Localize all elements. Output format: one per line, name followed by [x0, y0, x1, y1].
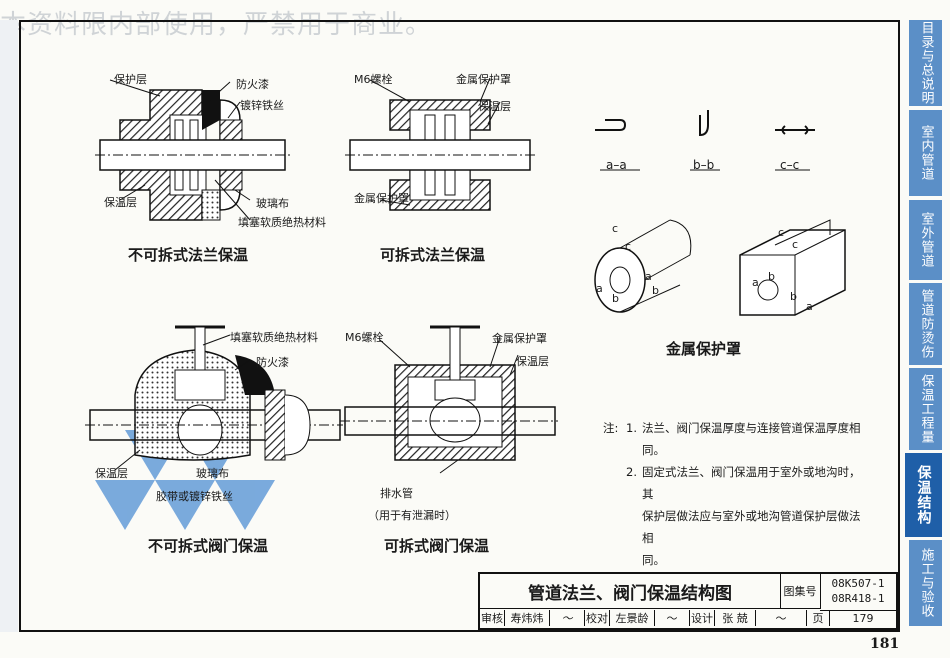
- label-metal-cover-2: 金属保护罩: [492, 332, 547, 345]
- label-drain-note: （用于有泄漏时）: [368, 509, 456, 522]
- caption-metal-cover: 金属保护罩: [666, 340, 742, 358]
- page-label: 页: [807, 610, 830, 626]
- side-tab-label: 施工与验收: [918, 548, 934, 618]
- side-tab-label: 室内管道: [918, 125, 934, 181]
- label-insulation: 保温层: [104, 196, 137, 209]
- caption-flange-removable: 可拆式法兰保温: [380, 246, 486, 264]
- check-label: 校对: [586, 610, 610, 626]
- design-label: 设计: [691, 610, 715, 626]
- section-c-c: c–c: [780, 158, 800, 172]
- cover-letter-b2: b: [652, 284, 659, 297]
- review-label: 审核: [481, 610, 505, 626]
- cover-letter-b3: b: [768, 270, 775, 283]
- cover-letter-a3: a: [752, 276, 759, 289]
- label-protect-layer: 保护层: [114, 73, 147, 86]
- side-tab-1[interactable]: 目录与总说明: [909, 20, 942, 106]
- atlas-number-2: 08R418-1: [831, 592, 885, 605]
- label-metal-cover-top: 金属保护罩: [456, 73, 511, 86]
- label-soft-filler: 填塞软质绝热材料: [238, 216, 326, 229]
- flange-fixed-diagram: [95, 79, 290, 221]
- section-b-b: b–b: [693, 158, 715, 172]
- label-glass-cloth: 玻璃布: [256, 197, 289, 210]
- side-tab-label: 保温工程量: [918, 374, 934, 444]
- cover-letter-a1: a: [596, 282, 603, 295]
- cover-letter-c3: c: [778, 226, 785, 239]
- watermark-text: 本资料限内部使用，严禁用于商业。: [0, 10, 433, 40]
- cover-letter-b1: b: [612, 292, 619, 305]
- cover-letter-b4: b: [790, 290, 797, 303]
- metal-cover-diagram: [594, 110, 846, 316]
- title-block: 管道法兰、阀门保温结构图 图集号 08K507-1 08R418-1 审核 寿炜…: [478, 572, 898, 630]
- note-2-line-2: 保护层做法应与室外或地沟管道保护层做法相: [642, 509, 861, 545]
- label-drain-pipe: 排水管: [380, 487, 413, 500]
- side-tab-2[interactable]: 室内管道: [909, 110, 942, 196]
- label-m6-bolt-2: M6螺栓: [345, 331, 384, 344]
- reviewer-signature: 〜: [550, 610, 585, 626]
- notes-prefix: 注:: [603, 421, 619, 435]
- note-2-line-3: 同。: [642, 553, 665, 567]
- designer-signature: 〜: [756, 610, 807, 626]
- label-soft-filler-2: 填塞软质绝热材料: [230, 331, 318, 344]
- page-number: 181: [870, 636, 900, 652]
- note-1-line-1: 法兰、阀门保温厚度与连接管道保温厚度相同。: [642, 421, 861, 457]
- side-tab-5[interactable]: 保温工程量: [909, 368, 942, 450]
- left-edge-strip: [0, 20, 18, 632]
- valve-fixed-diagram: [85, 325, 343, 530]
- flange-removable-diagram: [345, 77, 535, 211]
- checker-signature: 〜: [655, 610, 690, 626]
- side-tab-label: 目录与总说明: [918, 21, 934, 105]
- label-fire-paint: 防火漆: [236, 78, 269, 91]
- label-insulation-3: 保温层: [95, 467, 128, 480]
- cover-letter-c2: c: [625, 240, 632, 253]
- side-tab-3[interactable]: 室外管道: [909, 200, 942, 280]
- caption-valve-removable: 可拆式阀门保温: [384, 537, 490, 555]
- designer-name: 张 兢: [715, 610, 756, 626]
- notes-block: 注: 1. 法兰、阀门保温厚度与连接管道保温厚度相同。 2. 固定式法兰、阀门保温用于…: [603, 417, 868, 571]
- drawing-title: 管道法兰、阀门保温结构图: [480, 574, 781, 609]
- label-insulation-4: 保温层: [516, 355, 549, 368]
- label-glass-cloth-2: 玻璃布: [196, 467, 229, 480]
- cover-letter-c4: c: [792, 238, 799, 251]
- side-tab-label: 管道防烫伤: [918, 289, 934, 359]
- drawing-page: 179: [852, 611, 874, 625]
- label-galvanized-wire: 镀锌铁丝: [240, 99, 284, 112]
- label-metal-cover-bottom: 金属保护罩: [354, 192, 409, 205]
- side-tab-7[interactable]: 施工与验收: [909, 540, 942, 626]
- note-2-num: 2.: [626, 465, 637, 479]
- side-tab-6[interactable]: 保温结构: [905, 453, 942, 537]
- caption-valve-fixed: 不可拆式阀门保温: [148, 537, 269, 555]
- label-tape-or-wire: 胶带或镀锌铁丝: [156, 490, 233, 503]
- section-a-a: a–a: [606, 158, 627, 172]
- valve-removable-diagram: [340, 325, 558, 474]
- label-fire-paint-2: 防火漆: [256, 356, 289, 369]
- note-1-num: 1.: [626, 421, 637, 435]
- label-m6-bolt: M6螺栓: [354, 73, 393, 86]
- cover-letter-c1: c: [612, 222, 619, 235]
- label-insulation-2: 保温层: [478, 100, 511, 113]
- reviewer-name: 寿炜炜: [505, 610, 550, 626]
- atlas-number-1: 08K507-1: [831, 577, 885, 590]
- drawing-frame: [19, 20, 900, 632]
- side-tab-label: 保温结构: [915, 465, 932, 525]
- atlas-label: 图集号: [780, 574, 821, 609]
- checker-name: 左景龄: [610, 610, 655, 626]
- cover-letter-a2: a: [645, 270, 652, 283]
- note-2-line-1: 固定式法兰、阀门保温用于室外或地沟时，其: [642, 465, 861, 501]
- side-tab-4[interactable]: 管道防烫伤: [909, 283, 942, 365]
- side-tab-label: 室外管道: [918, 212, 934, 268]
- caption-flange-fixed: 不可拆式法兰保温: [128, 246, 249, 264]
- cover-letter-a4: a: [806, 300, 813, 313]
